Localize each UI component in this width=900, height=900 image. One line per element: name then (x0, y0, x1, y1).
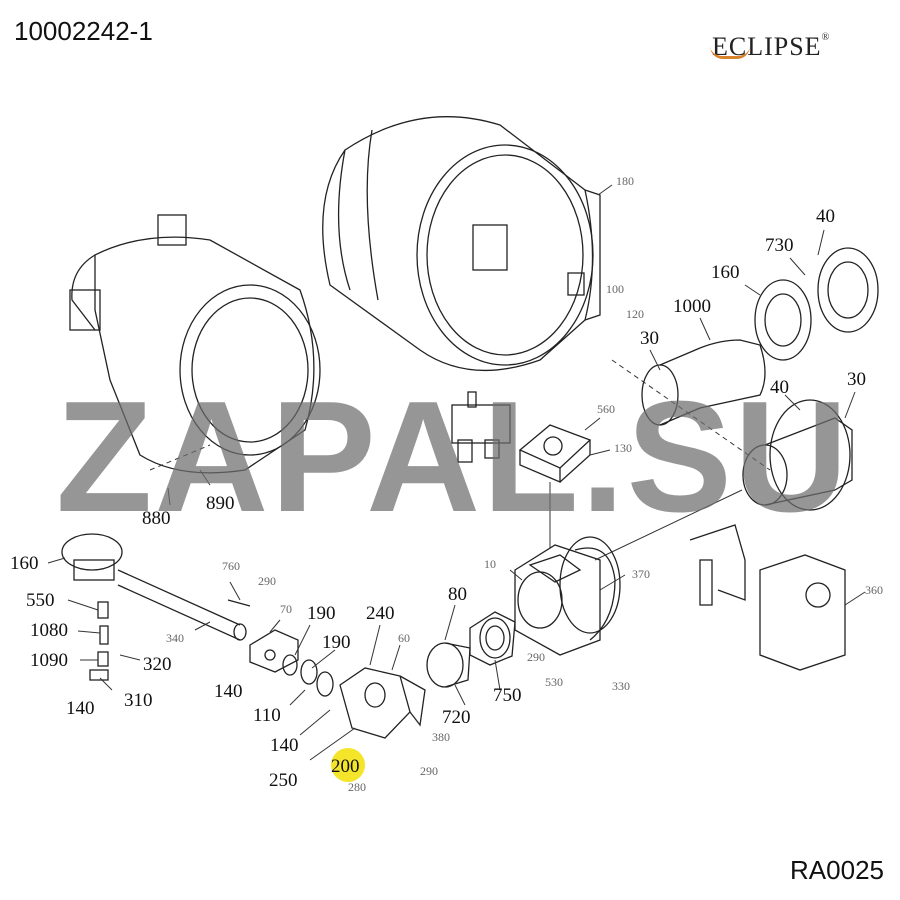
callout-330: 330 (612, 679, 630, 693)
air-inlet-body (514, 536, 621, 656)
callout-40-a: 40 (816, 206, 835, 227)
actuator (689, 524, 846, 671)
callout-880: 880 (142, 508, 171, 529)
callout-550: 550 (26, 590, 55, 611)
gas-regulator (61, 533, 247, 681)
callout-290-b: 290 (420, 764, 438, 778)
callout-340: 340 (166, 631, 184, 645)
callout-360: 360 (865, 583, 883, 597)
gas-nozzle (469, 611, 516, 666)
reference-code: RA0025 (790, 855, 884, 885)
callout-370: 370 (632, 567, 650, 581)
callout-140-a: 140 (66, 698, 95, 719)
part-outlines (61, 116, 879, 739)
callout-30-b: 30 (847, 369, 866, 390)
callout-1090: 1090 (30, 650, 68, 671)
callout-10: 10 (484, 557, 496, 571)
registered-mark: ® (821, 32, 831, 43)
callout-280: 280 (348, 780, 366, 794)
callout-60: 60 (398, 631, 410, 645)
callout-140-b: 140 (214, 681, 243, 702)
callout-200: 200 (331, 756, 360, 777)
callout-190-a: 190 (307, 603, 336, 624)
callout-250: 250 (269, 770, 298, 791)
callout-1080: 1080 (30, 620, 68, 641)
callout-310: 310 (124, 690, 153, 711)
callout-100: 100 (606, 282, 624, 296)
callout-190-b: 190 (322, 632, 351, 653)
burner-tube (641, 247, 879, 511)
eclipse-logo: ECLIPSE® (710, 32, 831, 62)
watermark: ZAPAL.SU (55, 369, 851, 545)
callout-290-a: 290 (258, 574, 276, 588)
callout-110: 110 (253, 705, 281, 726)
callout-30-a: 30 (640, 328, 659, 349)
callout-560: 560 (597, 402, 615, 416)
orifice-cone (426, 642, 471, 688)
callout-140-c: 140 (270, 735, 299, 756)
callout-1000: 1000 (673, 296, 711, 317)
callout-750: 750 (493, 685, 522, 706)
callout-290-c: 290 (527, 650, 545, 664)
document-number: 10002242-1 (14, 16, 153, 46)
callout-70: 70 (280, 602, 292, 616)
logo-swoosh-icon (710, 46, 750, 59)
callout-890: 890 (206, 493, 235, 514)
callout-730: 730 (765, 235, 794, 256)
callout-180: 180 (616, 174, 634, 188)
seal-rings (282, 654, 334, 697)
callout-160-a: 160 (711, 262, 740, 283)
gas-cock (227, 599, 299, 673)
callout-760: 760 (222, 559, 240, 573)
blower-housing-left (69, 214, 321, 474)
callout-80: 80 (448, 584, 467, 605)
callout-530: 530 (545, 675, 563, 689)
callout-120: 120 (626, 307, 644, 321)
callout-labels: 180 40 730 160 100 120 1000 30 40 30 560… (10, 174, 883, 794)
blower-housing-large (322, 116, 601, 372)
callout-160-b: 160 (10, 553, 39, 574)
callout-380: 380 (432, 730, 450, 744)
highlight-marker-200 (331, 748, 365, 782)
callout-320: 320 (143, 654, 172, 675)
pilot-valve (451, 391, 511, 463)
callout-130: 130 (614, 441, 632, 455)
gas-valve-body (339, 667, 426, 739)
leader-lines (47, 184, 866, 761)
callout-240: 240 (366, 603, 395, 624)
callout-40-b: 40 (770, 377, 789, 398)
callout-720: 720 (442, 707, 471, 728)
